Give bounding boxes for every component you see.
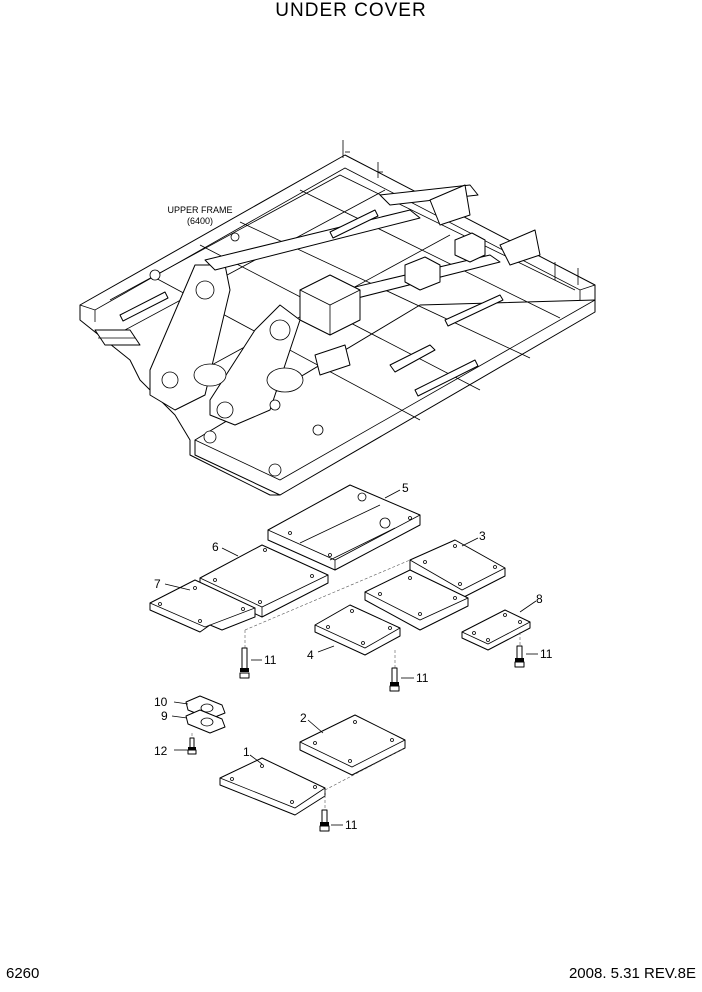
callout-5: 5 — [402, 481, 409, 495]
part-8-cover-plate — [461, 609, 531, 651]
part-1-cover-plate — [219, 757, 326, 816]
leader-lines — [164, 489, 538, 826]
callout-11a: 11 — [264, 653, 277, 667]
part-7-cover-plate — [149, 579, 256, 633]
bolt-11-b — [389, 667, 400, 692]
callout-11d: 11 — [345, 818, 358, 832]
part-5-cover-plate — [267, 484, 421, 571]
part-10-gasket — [185, 695, 226, 720]
bolt-12 — [187, 737, 197, 755]
callout-4: 4 — [307, 648, 314, 662]
callout-7: 7 — [154, 577, 161, 591]
callout-6: 6 — [212, 540, 219, 554]
upper-frame-illustration — [79, 140, 596, 496]
callout-1: 1 — [243, 745, 250, 759]
part-callouts: 5 6 7 3 8 4 2 1 10 9 12 11 11 11 11 — [154, 481, 553, 832]
callout-2: 2 — [300, 711, 307, 725]
part-9-plate — [185, 709, 226, 734]
revision-date: 2008. 5.31 REV.8E — [568, 965, 696, 982]
callout-9: 9 — [161, 709, 168, 723]
bolt-11-a — [239, 647, 250, 679]
part-2-cover-plate — [299, 714, 406, 776]
callout-8: 8 — [536, 592, 543, 606]
page-number: 6260 — [6, 965, 40, 982]
callout-11c: 11 — [540, 647, 553, 661]
page-title: UNDER COVER — [275, 0, 427, 21]
frame-label-line2: (6400) — [187, 216, 213, 226]
bolt-11-d — [319, 809, 330, 832]
bolt-11-c — [514, 645, 525, 668]
callout-11b: 11 — [416, 671, 429, 685]
frame-label-line1: UPPER FRAME — [167, 205, 232, 215]
part-3b-cover-plate — [364, 569, 469, 631]
callout-10: 10 — [154, 695, 168, 709]
upper-frame-label: UPPER FRAME (6400) — [167, 205, 232, 226]
callout-3: 3 — [479, 529, 486, 543]
part-4-cover-plate — [314, 604, 401, 656]
callout-12: 12 — [154, 744, 168, 758]
